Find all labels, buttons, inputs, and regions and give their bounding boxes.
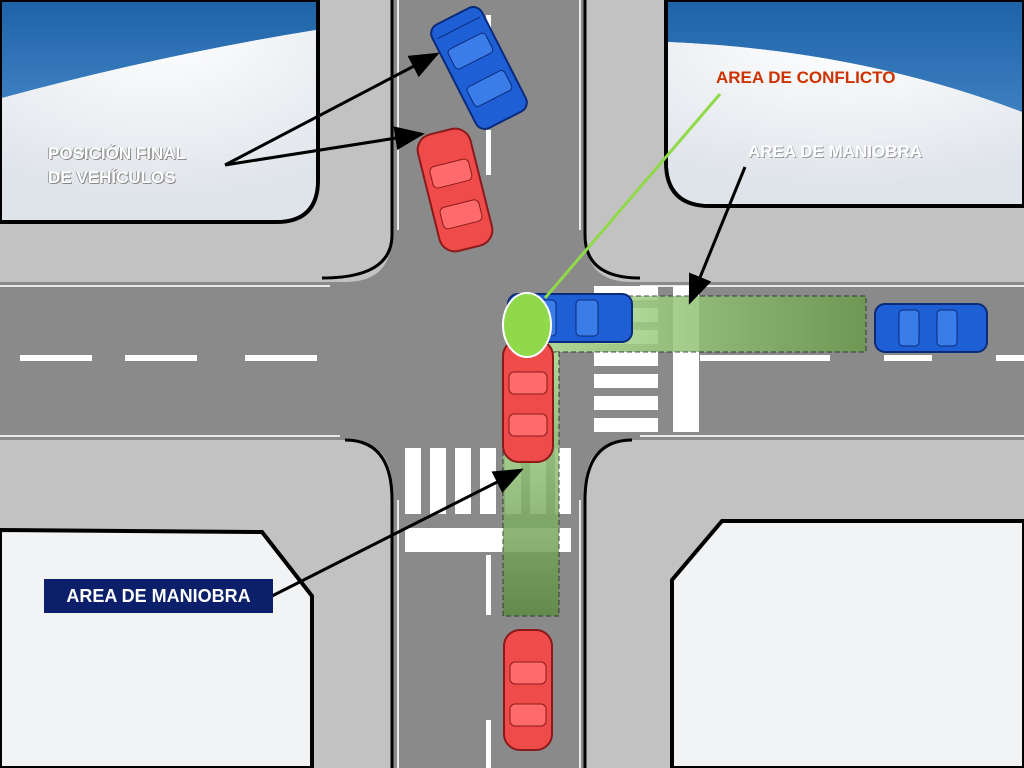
conflict-area-marker (502, 292, 552, 358)
curbs (321, 0, 641, 768)
final-position-label: POSICIÓN FINAL DE VEHÍCULOS (48, 142, 186, 190)
maneuver-area-label-south: AREA DE MANIOBRA (44, 579, 273, 613)
arrow-to-blue-final (224, 52, 440, 167)
arrow-to-red-final (224, 126, 425, 167)
maneuver-area-label-east: AREA DE MANIOBRA (748, 142, 923, 161)
conflict-pointer-line (543, 93, 722, 299)
background-decoration (2, 2, 1022, 220)
final-position-label-line2: DE VEHÍCULOS (48, 168, 176, 187)
red-vehicle-approaching (503, 629, 553, 751)
block-bottom-left (0, 527, 314, 768)
final-position-label-line1: POSICIÓN FINAL (48, 144, 186, 163)
blue-vehicle-final-position (430, 6, 528, 130)
conflict-area-label: AREA DE CONFLICTO (716, 68, 896, 87)
red-vehicle-at-conflict (502, 339, 554, 463)
red-vehicle-final-position (416, 127, 494, 253)
arrow-to-maneuver-east (688, 166, 747, 305)
blue-vehicle-approaching (874, 303, 988, 353)
block-bottom-right (670, 519, 1024, 768)
arrow-to-maneuver-south (271, 468, 524, 598)
